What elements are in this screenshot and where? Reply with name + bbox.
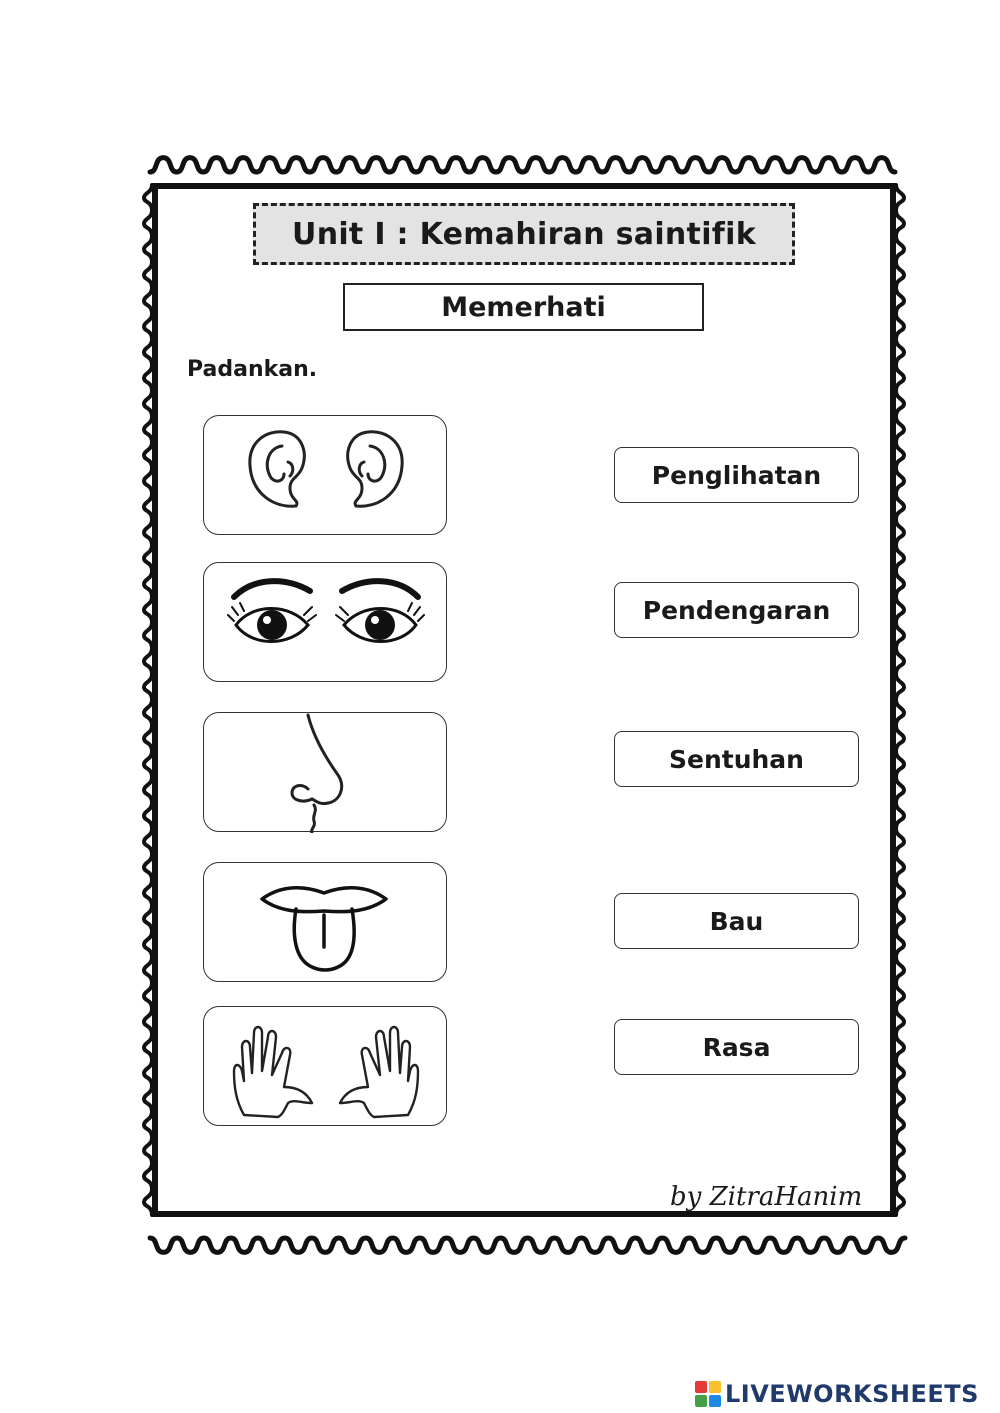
brand-footer[interactable]: LIVEWORKSHEETS: [695, 1380, 979, 1408]
picture-card-nose[interactable]: [203, 712, 447, 833]
liveworksheets-logo-icon: [695, 1381, 721, 1407]
author-credit: by ZitraHanim: [670, 1182, 863, 1212]
hands-icon: [232, 1025, 420, 1119]
page-title: Unit I : Kemahiran saintifik: [253, 203, 795, 265]
decorative-loop-border-top-icon: [147, 155, 898, 175]
instruction-text: Padankan.: [187, 357, 318, 382]
answer-box-penglihatan[interactable]: Penglihatan: [614, 447, 859, 503]
picture-card-tongue[interactable]: [203, 862, 447, 982]
ears-icon: [248, 430, 404, 508]
picture-card-ears[interactable]: [203, 415, 447, 535]
nose-icon: [290, 713, 344, 833]
answer-box-bau[interactable]: Bau: [614, 893, 859, 949]
eyes-icon: [227, 578, 425, 643]
answer-box-rasa[interactable]: Rasa: [614, 1019, 859, 1075]
answer-box-pendengaran[interactable]: Pendengaran: [614, 582, 859, 638]
section-subtitle: Memerhati: [343, 283, 704, 331]
brand-name: LIVEWORKSHEETS: [725, 1380, 979, 1408]
picture-card-hands[interactable]: [203, 1006, 447, 1126]
picture-card-eyes[interactable]: [203, 562, 447, 682]
answer-box-sentuhan[interactable]: Sentuhan: [614, 731, 859, 787]
tongue-icon: [260, 886, 388, 972]
